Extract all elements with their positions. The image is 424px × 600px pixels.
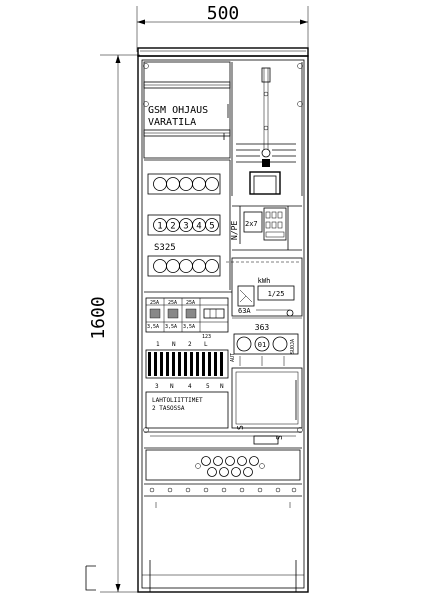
terminal-top-label: N (172, 341, 176, 348)
terminal-side-label: AUT (230, 353, 236, 362)
ratio-label: 1/25 (268, 290, 285, 298)
fuse-slot (205, 177, 219, 191)
counter-label: 363 (255, 323, 270, 332)
right-lower-block (231, 367, 303, 429)
s-mark: S (236, 425, 245, 430)
terminal-bottom-label: N (170, 383, 174, 390)
fuse-number: 4 (196, 222, 201, 232)
terminal-bottom-label: 3 (155, 383, 159, 390)
terminal-bottom-label: 5 (206, 383, 210, 390)
breaker-block: 25A 25A 25A 3,5A 3,5A 3,5A (144, 291, 232, 333)
upper-label-line1: GSM OHJAUS (148, 105, 208, 116)
switch-label: 2x7 (245, 220, 258, 228)
height-label: 1600 (88, 296, 109, 339)
fuse-number: 1 (157, 222, 162, 232)
outputs-label-line2: 2 TASOSSA (152, 405, 185, 412)
npe-label: N/PE (230, 221, 239, 240)
fuse-slot (153, 177, 167, 191)
fuse-row-bottom (147, 255, 221, 277)
gland-plate (145, 449, 301, 481)
npe-block: N/PE 2x7 (230, 205, 302, 251)
upper-left-section: GSM OHJAUS VARATILA (143, 61, 231, 159)
counter-side-label: SUOJA (290, 339, 296, 354)
fuse-number: 3 (183, 222, 188, 232)
terminal-strip: 1 N 2 L 123 AUT 3 N 4 5 N (145, 334, 236, 390)
terminal-right-top-label: 123 (202, 334, 211, 340)
breaker-rating: 25A (168, 300, 177, 306)
upper-label-line2: VARATILA (148, 117, 196, 128)
height-dimension: 1600 (85, 54, 140, 593)
outputs-label-line1: LAHTOLIITTIMET (152, 397, 203, 404)
width-label: 500 (207, 3, 240, 24)
terminal-bottom-label: N (220, 383, 224, 390)
breaker-rating: 25A (150, 300, 159, 306)
fuse-number: 5 (209, 222, 214, 232)
fuse-slot (166, 177, 180, 191)
breaker-rating: 25A (186, 300, 195, 306)
vent-row (144, 483, 302, 508)
terminal-bottom-label: 4 (188, 383, 192, 390)
cabinet-shell (137, 47, 309, 593)
terminal-top-label: 1 (156, 341, 160, 348)
fuse-number: 2 (170, 222, 175, 232)
breaker-subrating: 3,5A (165, 324, 177, 330)
fuse-row-label: S325 (154, 243, 176, 253)
fuse-slot (192, 177, 206, 191)
terminal-teeth (148, 352, 223, 376)
fuse-slot (179, 177, 193, 191)
s-mark: S (275, 435, 284, 440)
breaker-subrating: 3,5A (183, 324, 195, 330)
fuse-row-mid: 1 2 3 4 5 (147, 214, 221, 236)
kwh-label: kWh (258, 277, 271, 285)
meter-area: kWh 1/25 63A (226, 257, 303, 319)
counter-digits: 01 (258, 341, 266, 349)
terminal-top-label: L (204, 341, 208, 348)
breaker-subrating: 3,5A (147, 324, 159, 330)
amp-label: 63A (238, 307, 251, 315)
outputs-area: LAHTOLIITTIMET 2 TASOSSA (145, 391, 229, 429)
upper-right-control (231, 62, 303, 196)
lower-separator: S S (144, 425, 302, 449)
width-dimension: 500 (136, 3, 309, 52)
terminal-top-label: 2 (188, 341, 192, 348)
fuse-row-top (147, 173, 221, 195)
counter-block: 363 01 SUOJA (233, 323, 299, 366)
